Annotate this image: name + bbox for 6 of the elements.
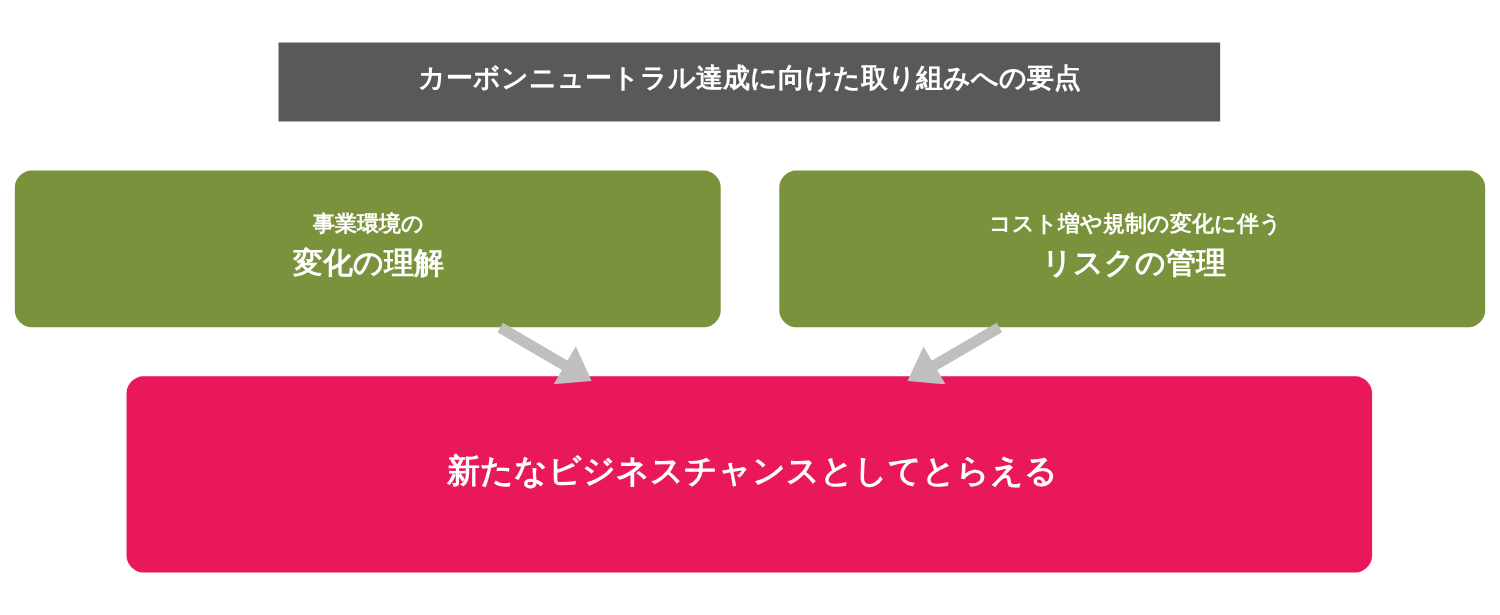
arrow <box>907 322 1003 385</box>
node-box: 新たなビジネスチャンスとしてとらえる <box>126 376 1373 573</box>
node-box: 事業環境の 変化の理解 <box>14 170 721 328</box>
arrow <box>497 322 592 385</box>
node-box: コスト増や規制の変化に伴う リスクの管理 <box>779 170 1486 328</box>
node-box: カーボンニュートラル達成に向けた取り組みへの要点 <box>278 42 1221 122</box>
